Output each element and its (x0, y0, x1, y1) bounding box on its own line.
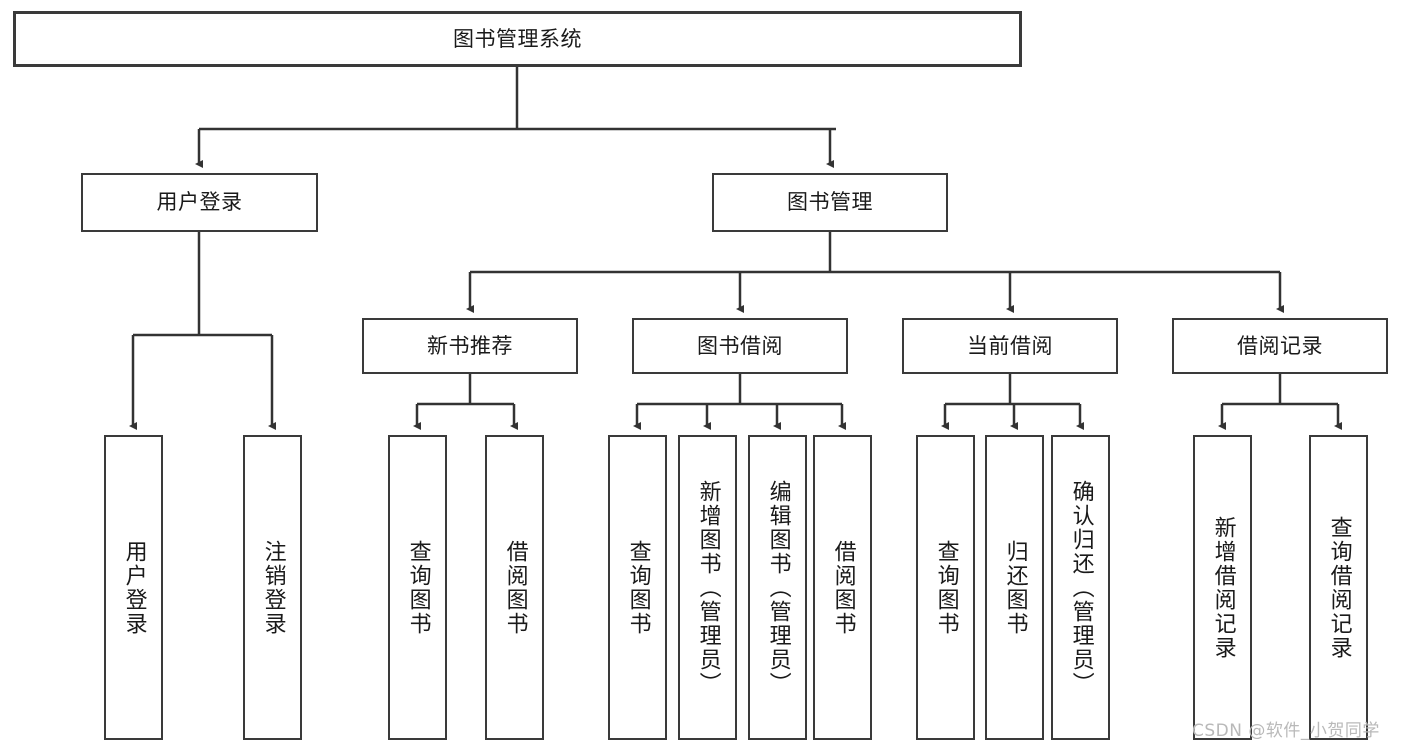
node-borrow-record[interactable]: 借阅记录 (1172, 318, 1388, 374)
node-label: 图书管理系统 (453, 26, 582, 51)
node-label: 用户登录 (121, 539, 147, 636)
node-book-borrow[interactable]: 图书借阅 (632, 318, 848, 374)
leaf-borrow-query-book[interactable]: 查询图书 (608, 435, 667, 740)
node-label: 确认归还（管理员） (1068, 479, 1094, 696)
leaf-user-login-logout[interactable]: 注销登录 (243, 435, 302, 740)
leaf-current-query-book[interactable]: 查询图书 (916, 435, 975, 740)
node-label: 查询借阅记录 (1326, 515, 1352, 660)
node-label: 新增图书（管理员） (695, 479, 721, 696)
node-label: 用户登录 (156, 190, 243, 215)
leaf-record-query-record[interactable]: 查询借阅记录 (1309, 435, 1368, 740)
node-root-system[interactable]: 图书管理系统 (13, 11, 1022, 67)
node-label: 借阅图书 (830, 539, 856, 636)
leaf-recommend-query-book[interactable]: 查询图书 (388, 435, 447, 740)
node-label: 当前借阅 (967, 333, 1053, 358)
leaf-user-login-login[interactable]: 用户登录 (104, 435, 163, 740)
leaf-current-return-book[interactable]: 归还图书 (985, 435, 1044, 740)
node-label: 查询图书 (405, 539, 431, 636)
node-label: 查询图书 (625, 539, 651, 636)
leaf-record-add-record[interactable]: 新增借阅记录 (1193, 435, 1252, 740)
leaf-current-confirm-return[interactable]: 确认归还（管理员） (1051, 435, 1110, 740)
node-label: 编辑图书（管理员） (765, 479, 791, 696)
leaf-borrow-add-book[interactable]: 新增图书（管理员） (678, 435, 737, 740)
leaf-borrow-borrow-book[interactable]: 借阅图书 (813, 435, 872, 740)
node-label: 图书管理 (787, 190, 873, 215)
leaf-borrow-edit-book[interactable]: 编辑图书（管理员） (748, 435, 807, 740)
node-label: 归还图书 (1002, 539, 1028, 636)
node-new-book-recommend[interactable]: 新书推荐 (362, 318, 578, 374)
csdn-watermark: CSDN @软件_小贺同学 (1192, 721, 1380, 741)
node-label: 图书借阅 (697, 333, 783, 358)
node-book-management[interactable]: 图书管理 (712, 173, 948, 232)
node-label: 借阅记录 (1237, 333, 1323, 358)
leaf-recommend-borrow-book[interactable]: 借阅图书 (485, 435, 544, 740)
node-label: 借阅图书 (502, 539, 528, 636)
node-current-borrow[interactable]: 当前借阅 (902, 318, 1118, 374)
node-label: 查询图书 (933, 539, 959, 636)
node-label: 注销登录 (260, 539, 286, 636)
node-label: 新书推荐 (427, 333, 513, 358)
node-user-login[interactable]: 用户登录 (81, 173, 318, 232)
node-label: 新增借阅记录 (1210, 515, 1236, 660)
